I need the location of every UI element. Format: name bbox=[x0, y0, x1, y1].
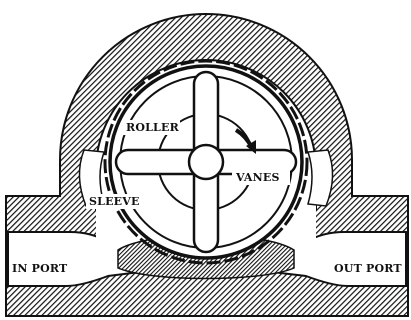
vanes-label: VANES bbox=[235, 171, 280, 184]
center-roller bbox=[189, 145, 223, 179]
right-recess bbox=[308, 150, 333, 206]
sleeve-label: SLEEVE bbox=[89, 195, 140, 208]
out-port-label: OUT PORT bbox=[334, 262, 402, 275]
roller-label: ROLLER bbox=[126, 121, 180, 134]
in-port-label: IN PORT bbox=[12, 262, 68, 275]
